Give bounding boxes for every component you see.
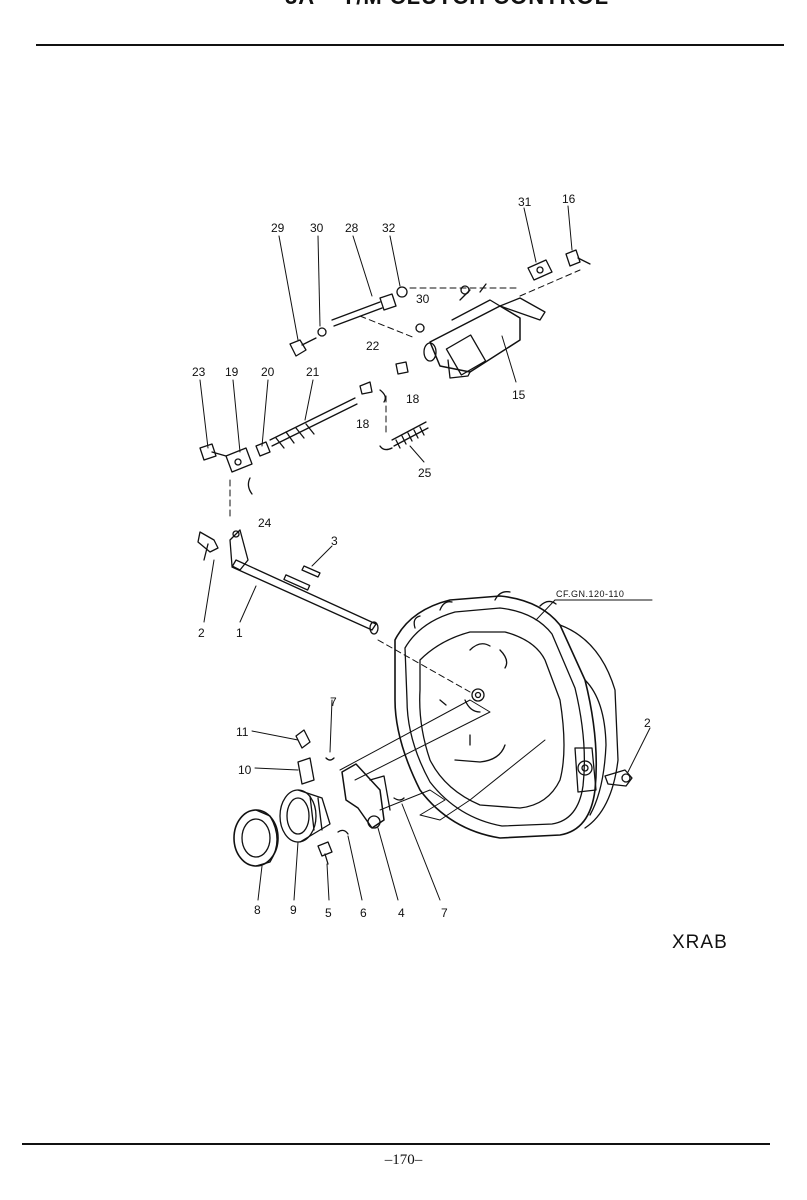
- label-3: 3: [331, 534, 338, 548]
- label-1: 1: [236, 626, 243, 640]
- bolt-16: [565, 249, 591, 267]
- label-20: 20: [261, 365, 275, 379]
- label-4: 4: [398, 906, 405, 920]
- label-30: 30: [310, 221, 324, 235]
- label-21: 21: [306, 365, 320, 379]
- bottom-rule: [22, 1143, 770, 1145]
- alignment-lines: [339, 699, 546, 821]
- key: [301, 565, 321, 578]
- label-5: 5: [325, 906, 332, 920]
- release-bearing: [233, 809, 279, 867]
- spring-25: [379, 421, 429, 451]
- clip-7a: [325, 757, 335, 761]
- label-6: 6: [360, 906, 367, 920]
- release-fork: [341, 763, 391, 829]
- clip-22: [379, 389, 386, 403]
- nuts-18: [359, 361, 409, 395]
- label-15: 15: [512, 388, 526, 402]
- label-leaders: [199, 205, 653, 901]
- push-rod: [269, 397, 358, 449]
- label-10: 10: [238, 763, 252, 777]
- bolt-left: [197, 531, 219, 561]
- header-title: 3A – T/M CLUTCH CONTROL: [285, 0, 609, 10]
- label-31: 31: [518, 195, 532, 209]
- label-18b: 18: [356, 417, 370, 431]
- bearing-sleeve: [279, 789, 331, 843]
- label-7b: 7: [441, 906, 448, 920]
- label-7a: 7: [330, 695, 337, 709]
- bolt-29: [289, 337, 317, 357]
- clip-24: [247, 477, 253, 495]
- hose-28: [331, 286, 408, 327]
- washer-30: [317, 327, 327, 337]
- part-labels: 29 30 28 32 31 16 30 22 15 18 23 19 20 2…: [192, 192, 651, 920]
- label-30b: 30: [416, 292, 430, 306]
- master-cylinder: [423, 283, 546, 379]
- pin-23: [199, 443, 227, 461]
- label-9: 9: [290, 903, 297, 917]
- label-18a: 18: [406, 392, 420, 406]
- top-rule: [36, 44, 784, 46]
- yoke: [225, 447, 253, 473]
- grease-fittings: [295, 729, 315, 785]
- label-11: 11: [236, 725, 249, 739]
- clip-7b: [393, 797, 405, 801]
- housing-reference: CF.GN.120-110: [556, 589, 624, 599]
- label-2a: 2: [198, 626, 205, 640]
- model-code: XRAB: [672, 932, 728, 953]
- page-number: –170–: [384, 1152, 423, 1168]
- nut-20: [255, 441, 271, 457]
- union-31: [527, 259, 553, 281]
- label-28: 28: [345, 221, 359, 235]
- clutch-shaft: [229, 529, 379, 635]
- label-29: 29: [271, 221, 285, 235]
- bolt-5-clip-6: [317, 829, 349, 865]
- label-22: 22: [366, 339, 380, 353]
- label-23: 23: [192, 365, 206, 379]
- label-16: 16: [562, 192, 576, 206]
- assembly-lines: [229, 269, 581, 693]
- label-2b: 2: [644, 716, 651, 730]
- label-25: 25: [418, 466, 432, 480]
- clutch-housing: [394, 591, 619, 839]
- label-24: 24: [258, 516, 272, 530]
- washer-30b: [415, 323, 425, 333]
- label-19: 19: [225, 365, 239, 379]
- label-32: 32: [382, 221, 396, 235]
- bolt-right: [604, 769, 633, 787]
- label-8: 8: [254, 903, 261, 917]
